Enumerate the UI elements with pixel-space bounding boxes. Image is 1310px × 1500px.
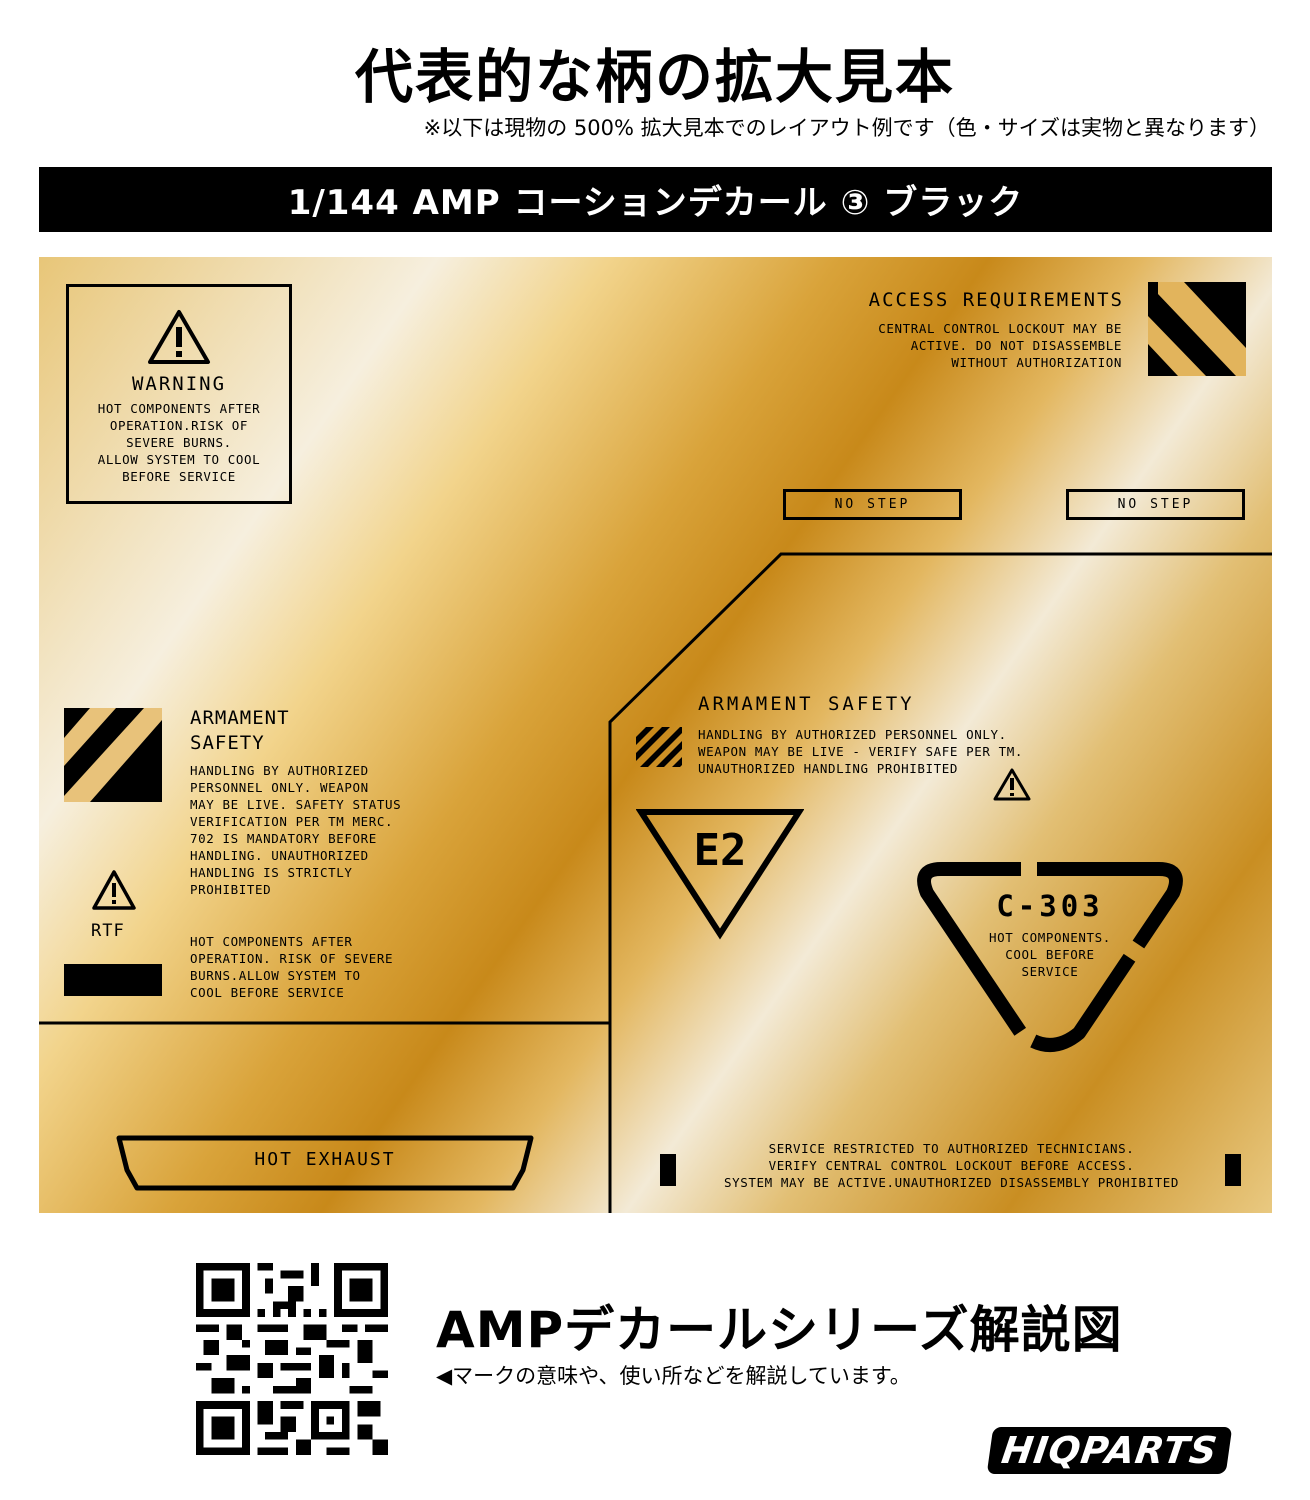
access-text: CENTRAL CONTROL LOCKOUT MAY BE ACTIVE. D… [878,320,1122,371]
armament-line: MAY BE LIVE. SAFETY STATUS [190,797,402,812]
armament-line: HANDLING IS STRICTLY [190,865,353,880]
armament-right-text: HANDLING BY AUTHORIZED PERSONNEL ONLY. W… [698,726,1023,777]
hot-components-text: HOT COMPONENTS AFTER OPERATION. RISK OF … [190,933,393,1001]
black-bar [660,1154,676,1186]
warning-triangle-icon [92,870,136,910]
c303-code: C-303 [996,889,1104,923]
warning-line: OPERATION.RISK OF [109,418,249,433]
black-bar [1225,1154,1241,1186]
scale-note: ※以下は現物の 500% 拡大見本でのレイアウト例です（色・サイズは実物と異なり… [423,116,1270,140]
hot-line: OPERATION. RISK OF SEVERE [190,951,394,966]
armament-heading-line: ARMAMENT [190,707,290,729]
access-line: CENTRAL CONTROL LOCKOUT MAY BE [878,321,1122,336]
no-step-label: NO STEP [783,489,962,520]
c303-line: COOL BEFORE [1005,947,1095,962]
warning-triangle-icon [148,310,210,364]
hot-exhaust-label: HOT EXHAUST [254,1149,396,1170]
hot-exhaust-frame [116,1135,534,1191]
armament-heading-line: SAFETY [190,732,265,754]
c303-triangle-icon [917,862,1183,1052]
decal-sample-panel: WARNING HOT COMPONENTS AFTER OPERATION.R… [39,257,1272,1213]
warning-line: BEFORE SERVICE [122,469,236,484]
warning-line: SEVERE BURNS. [126,435,232,450]
service-line: SYSTEM MAY BE ACTIVE.UNAUTHORIZED DISASS… [723,1175,1180,1190]
service-line: VERIFY CENTRAL CONTROL LOCKOUT BEFORE AC… [768,1158,1135,1173]
armament-line: HANDLING BY AUTHORIZED [190,763,369,778]
hazard-stripe-icon [636,727,682,767]
armament-line: HANDLING BY AUTHORIZED PERSONNEL ONLY. [698,727,1007,742]
hazard-stripe-icon [1148,282,1246,376]
armament-line: PERSONNEL ONLY. WEAPON [190,780,369,795]
warning-box: WARNING HOT COMPONENTS AFTER OPERATION.R… [66,284,292,504]
rtf-label: RTF [91,921,125,941]
armament-line: WEAPON MAY BE LIVE - VERIFY SAFE PER TM. [698,744,1024,759]
c303-text: HOT COMPONENTS. COOL BEFORE SERVICE [911,929,1189,980]
product-title: 1/144 AMP コーションデカール ③ ブラック [287,183,1024,223]
armament-line: 702 IS MANDATORY BEFORE [190,831,377,846]
hot-line: COOL BEFORE SERVICE [190,985,345,1000]
qr-code-icon[interactable] [196,1263,388,1455]
armament-left-heading: ARMAMENT SAFETY [190,706,290,756]
access-line: ACTIVE. DO NOT DISASSEMBLE [910,338,1122,353]
series-title[interactable]: AMPデカールシリーズ解説図 [436,1301,1123,1359]
armament-right-heading: ARMAMENT SAFETY [698,693,915,715]
black-bar [64,964,162,996]
warning-text: HOT COMPONENTS AFTER OPERATION.RISK OF S… [69,400,289,485]
warning-line: HOT COMPONENTS AFTER [97,401,261,416]
brand-logo: HIQPARTS [986,1427,1233,1474]
product-title-bar: 1/144 AMP コーションデカール ③ ブラック [39,167,1272,232]
hazard-stripe-icon [64,708,162,802]
warning-triangle-icon [993,768,1031,801]
c303-line: SERVICE [1021,964,1079,979]
warning-line: ALLOW SYSTEM TO COOL [97,452,261,467]
armament-line: UNAUTHORIZED HANDLING PROHIBITED [698,761,959,776]
c303-line: HOT COMPONENTS. [989,930,1111,945]
e2-triangle-icon [636,809,804,940]
armament-line: PROHIBITED [190,882,272,897]
hot-line: HOT COMPONENTS AFTER [190,934,353,949]
armament-line: HANDLING. UNAUTHORIZED [190,848,369,863]
armament-line: VERIFICATION PER TM MERC. [190,814,394,829]
access-heading: ACCESS REQUIREMENTS [868,289,1124,311]
page-title: 代表的な柄の拡大見本 [354,43,955,111]
hot-line: BURNS.ALLOW SYSTEM TO [190,968,361,983]
armament-left-text: HANDLING BY AUTHORIZED PERSONNEL ONLY. W… [190,762,401,898]
no-step-label: NO STEP [1066,489,1245,520]
warning-heading: WARNING [131,373,227,395]
e2-label: E2 [693,825,747,876]
series-description: ◀マークの意味や、使い所などを解説しています。 [436,1364,911,1388]
service-line: SERVICE RESTRICTED TO AUTHORIZED TECHNIC… [768,1141,1135,1156]
service-text: SERVICE RESTRICTED TO AUTHORIZED TECHNIC… [679,1140,1224,1191]
access-line: WITHOUT AUTHORIZATION [951,355,1122,370]
panel-lines [39,552,1272,1213]
